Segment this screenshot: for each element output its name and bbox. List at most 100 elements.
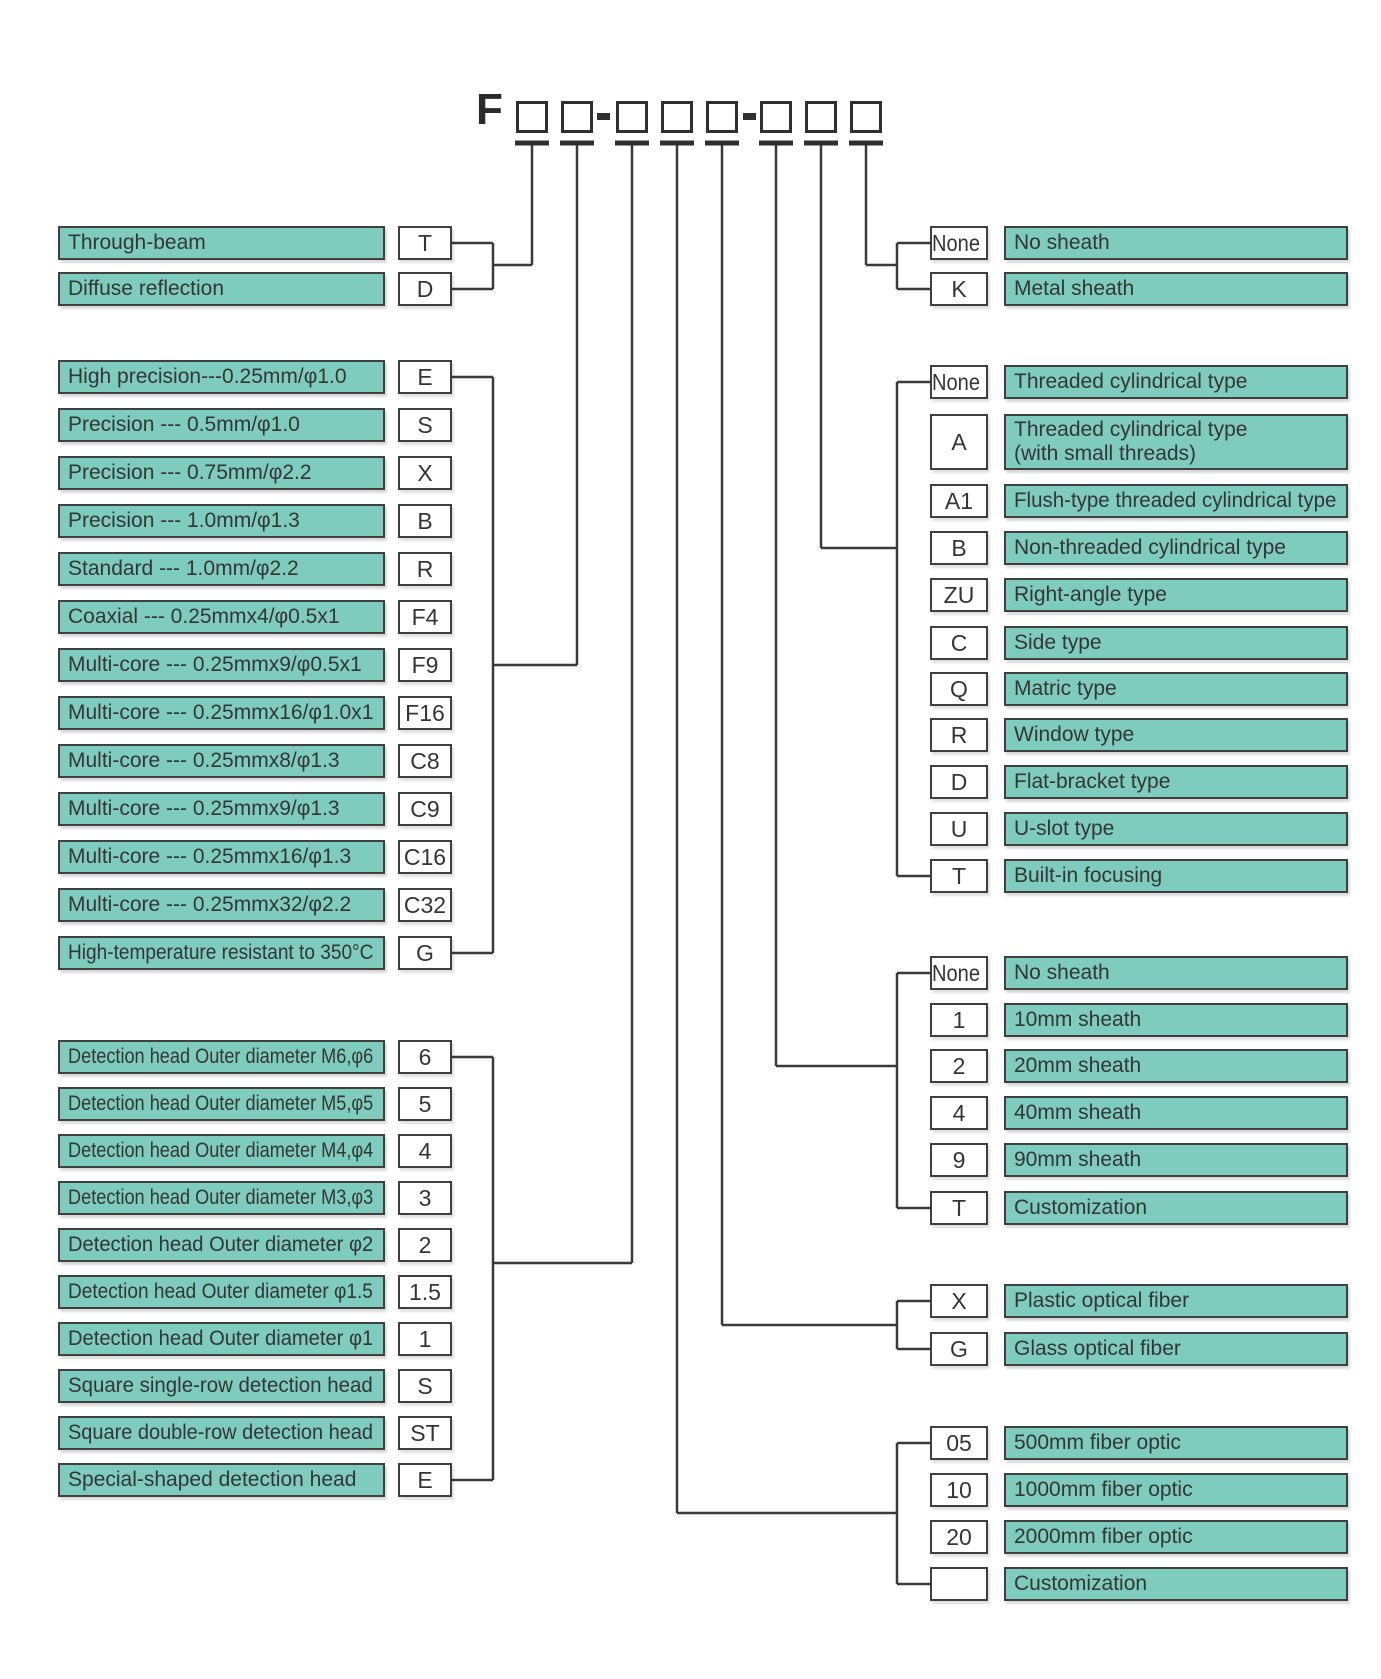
option-label-bar: High-temperature resistant to 350°C	[58, 936, 385, 970]
option-label: Built-in focusing	[1014, 864, 1163, 887]
option-code: A	[951, 428, 967, 455]
option-label-bar: Matric type	[1004, 672, 1348, 706]
option-code-box: E	[398, 360, 452, 394]
option-label-bar: Square single-row detection head	[58, 1369, 385, 1403]
option-code: E	[417, 1466, 433, 1493]
formula-slot-box	[661, 101, 693, 133]
option-label-bar: 500mm fiber optic	[1004, 1426, 1348, 1460]
option-label-bar: 1000mm fiber optic	[1004, 1473, 1348, 1507]
option-code-box: B	[398, 504, 452, 538]
option-code: S	[417, 411, 433, 438]
option-label-bar: U-slot type	[1004, 812, 1348, 846]
option-code: F9	[411, 651, 439, 678]
option-code: K	[951, 275, 967, 302]
option-label: Threaded cylindrical type (with small th…	[1014, 417, 1248, 465]
option-code: Q	[950, 675, 968, 702]
option-label-bar: Multi-core --- 0.25mmx16/φ1.0x1	[58, 696, 385, 730]
option-code: R	[416, 555, 434, 582]
option-code: 20	[946, 1523, 972, 1550]
option-code-box: 4	[930, 1096, 988, 1130]
option-code-box: 9	[930, 1143, 988, 1177]
option-code-box: C	[930, 626, 988, 660]
option-code-box: 20	[930, 1520, 988, 1554]
option-label: Detection head Outer diameter M6,φ6	[68, 1045, 374, 1068]
option-label: 2000mm fiber optic	[1014, 1525, 1193, 1548]
option-code-box: 05	[930, 1426, 988, 1460]
option-code: 4	[418, 1137, 432, 1164]
option-label: Detection head Outer diameter M3,φ3	[68, 1186, 374, 1209]
option-code-box: 3	[398, 1181, 452, 1215]
option-code-box: 5	[398, 1087, 452, 1121]
option-label: Metal sheath	[1014, 277, 1135, 300]
option-label-bar: Metal sheath	[1004, 272, 1348, 306]
option-label: Precision --- 1.0mm/φ1.3	[68, 509, 300, 532]
option-label-bar: Multi-core --- 0.25mmx9/φ1.3	[58, 792, 385, 826]
option-code-box: E	[398, 1463, 452, 1497]
option-code: C16	[403, 843, 447, 870]
option-code-box: Q	[930, 672, 988, 706]
option-label: Multi-core --- 0.25mmx9/φ1.3	[68, 797, 340, 820]
option-label: Special-shaped detection head	[68, 1468, 357, 1491]
option-label: Plastic optical fiber	[1014, 1289, 1190, 1312]
option-code-box: T	[930, 859, 988, 893]
option-label: Detection head Outer diameter M4,φ4	[68, 1139, 374, 1162]
option-code-box: G	[398, 936, 452, 970]
option-code: None	[931, 368, 980, 395]
option-code: F4	[411, 603, 439, 630]
option-code-box: S	[398, 1369, 452, 1403]
option-code: 9	[952, 1146, 966, 1173]
option-label: Side type	[1014, 631, 1102, 654]
option-label: Diffuse reflection	[68, 277, 225, 300]
option-code-box: 1	[930, 1003, 988, 1037]
option-label-bar: Square double-row detection head	[58, 1416, 385, 1450]
option-label-bar: Customization	[1004, 1191, 1348, 1225]
option-label-bar: Detection head Outer diameter φ2	[58, 1228, 385, 1262]
option-label-bar: 40mm sheath	[1004, 1096, 1348, 1130]
option-label-bar: Non-threaded cylindrical type	[1004, 531, 1348, 565]
option-code: ZU	[943, 581, 975, 608]
option-code-box: 4	[398, 1134, 452, 1168]
option-code-box: C9	[398, 792, 452, 826]
option-label: Multi-core --- 0.25mmx32/φ2.2	[68, 893, 352, 916]
option-code: F16	[405, 699, 445, 726]
option-label: Precision --- 0.5mm/φ1.0	[68, 413, 300, 436]
option-code: None	[931, 959, 980, 986]
option-label-bar: 20mm sheath	[1004, 1049, 1348, 1083]
option-code-box: C16	[398, 840, 452, 874]
option-code: 10	[946, 1476, 972, 1503]
option-label: Square double-row detection head	[68, 1421, 374, 1444]
option-label: Customization	[1014, 1196, 1148, 1219]
option-label-bar: Coaxial --- 0.25mmx4/φ0.5x1	[58, 600, 385, 634]
option-label-bar: Flush-type threaded cylindrical type	[1004, 484, 1348, 518]
option-code: X	[417, 459, 433, 486]
option-label: Matric type	[1014, 677, 1117, 700]
option-code-box: T	[398, 226, 452, 260]
option-label-bar: Diffuse reflection	[58, 272, 385, 306]
option-code: C32	[403, 891, 447, 918]
option-label: Detection head Outer diameter M5,φ5	[68, 1092, 374, 1115]
option-code-box: F16	[398, 696, 452, 730]
option-code-box: F4	[398, 600, 452, 634]
option-label: Flush-type threaded cylindrical type	[1014, 489, 1337, 512]
option-label: Detection head Outer diameter φ1	[68, 1327, 374, 1350]
option-label: Multi-core --- 0.25mmx9/φ0.5x1	[68, 653, 362, 676]
option-code: D	[416, 275, 434, 302]
option-label: High-temperature resistant to 350°C	[68, 941, 374, 964]
option-code-box: 6	[398, 1040, 452, 1074]
option-label: High precision---0.25mm/φ1.0	[68, 365, 347, 388]
option-label-bar: Multi-core --- 0.25mmx32/φ2.2	[58, 888, 385, 922]
option-label: No sheath	[1014, 231, 1110, 254]
option-code: 6	[418, 1043, 432, 1070]
formula-slot-box	[760, 101, 792, 133]
option-label: Multi-core --- 0.25mmx16/φ1.3	[68, 845, 352, 868]
formula-prefix: F	[476, 85, 503, 134]
formula-slot-box	[850, 101, 882, 133]
option-code-box: 10	[930, 1473, 988, 1507]
option-code-box: R	[930, 718, 988, 752]
option-label: Precision --- 0.75mm/φ2.2	[68, 461, 312, 484]
option-label-bar: Detection head Outer diameter M4,φ4	[58, 1134, 385, 1168]
formula-slot-box	[516, 101, 548, 133]
option-code-box: X	[398, 456, 452, 490]
option-label-bar: Window type	[1004, 718, 1348, 752]
